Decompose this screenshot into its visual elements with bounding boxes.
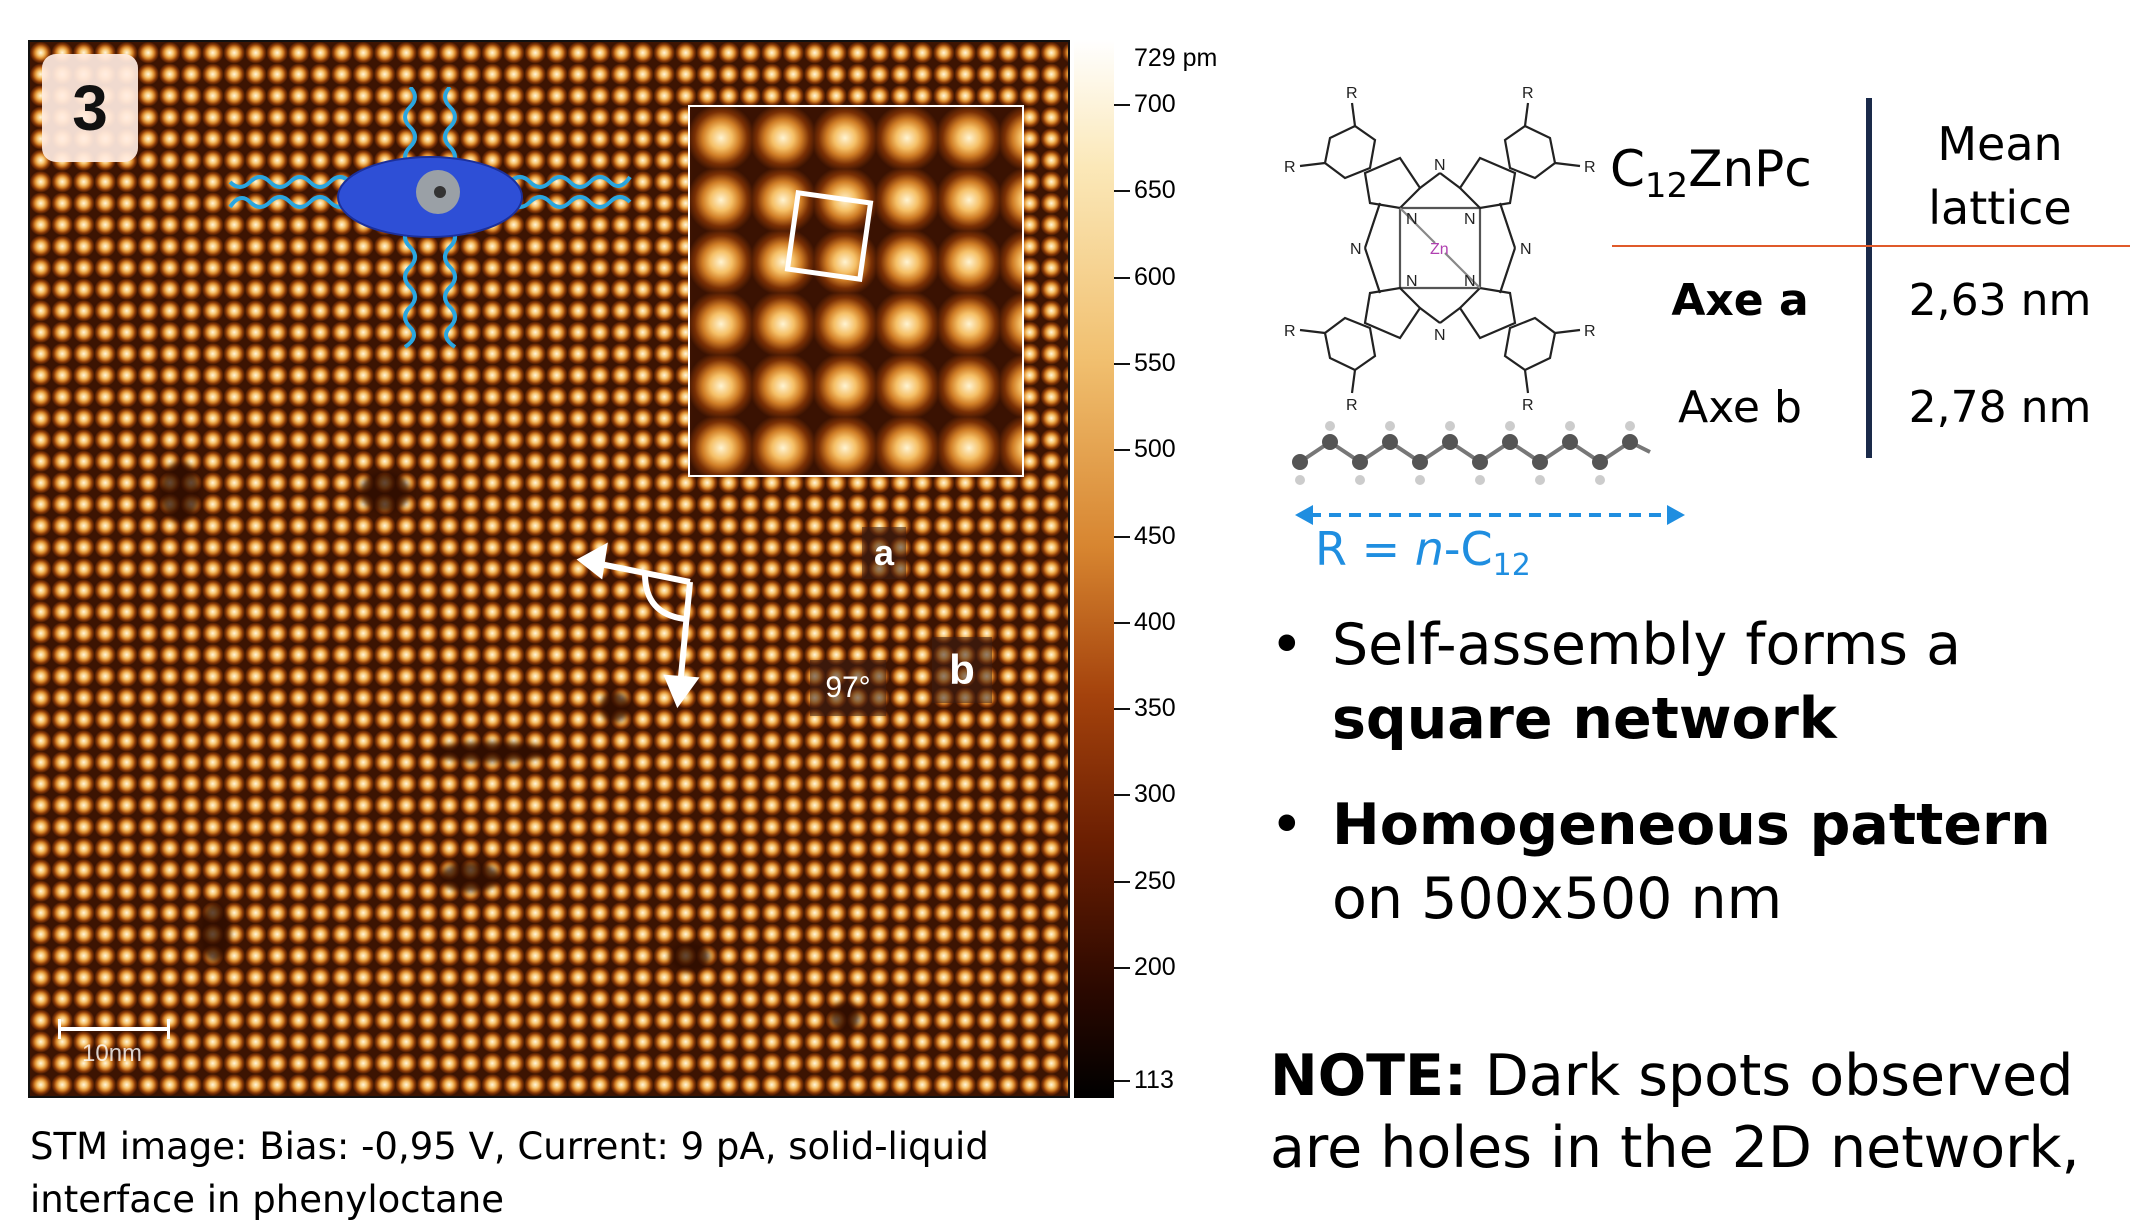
note-text: NOTE: Dark spots observed are holes in t… [1270, 1043, 2080, 1181]
alkyl-chain-line [443, 87, 457, 169]
zinc-center-dot [434, 186, 446, 198]
colorbar-max-label: 729 pm [1134, 44, 1218, 72]
network-hole [360, 472, 410, 512]
molecule-cartoon [228, 87, 632, 349]
network-hole [670, 942, 710, 972]
nitrogen-label: N [1406, 273, 1418, 290]
alkyl-chain-line [228, 195, 352, 209]
scale-bar [58, 1019, 170, 1039]
colorbar-tick [1114, 190, 1130, 193]
colorbar-tick-label: 250 [1134, 866, 1176, 895]
nitrogen-label: N [1434, 327, 1446, 344]
unit-cell-box [784, 189, 874, 283]
r-group-label: R [1584, 159, 1596, 176]
colorbar-tick [1114, 708, 1130, 711]
r-group-label: R [1346, 397, 1358, 414]
height-colorbar [1074, 40, 1114, 1098]
compound-name: C12ZnPc [1610, 140, 1812, 206]
nitrogen-label: N [1350, 241, 1362, 258]
colorbar-tick-label: 300 [1134, 780, 1176, 809]
r-group-label: R [1522, 85, 1534, 102]
alkyl-chain-line [403, 87, 417, 169]
colorbar-tick [1114, 276, 1130, 279]
network-hole [600, 692, 630, 722]
lattice-vectors [576, 542, 700, 709]
chain-length-arrow [1295, 505, 1685, 525]
colorbar-tick [1114, 880, 1130, 883]
colorbar-tick-label: 650 [1134, 176, 1176, 205]
lattice-label-b: b [932, 637, 992, 703]
nitrogen-label: N [1464, 273, 1476, 290]
colorbar-tick-label: 450 [1134, 521, 1176, 550]
colorbar-tick [1114, 104, 1130, 106]
lattice-angle-label: 97° [810, 660, 886, 716]
alkyl-chain-line [508, 175, 632, 189]
colorbar-tick-label: 600 [1134, 262, 1176, 291]
network-hole [440, 862, 500, 892]
colorbar-tick-label: 113 [1134, 1066, 1174, 1094]
colorbar-tick [1114, 449, 1130, 452]
figure-caption: STM image: Bias: -0,95 V, Current: 9 pA,… [30, 1125, 989, 1221]
colorbar-tick [1114, 794, 1130, 797]
table-row-value: 2,78 nm [1908, 382, 2092, 433]
network-hole [830, 1002, 860, 1032]
nitrogen-label: N [1434, 157, 1446, 174]
phthalocyanine-structure: R R R R R R R R N N N N N N N N Zn [1284, 85, 1596, 414]
nitrogen-label: N [1520, 241, 1532, 258]
stm-image: 3 a b 97° 10nm [28, 40, 1070, 1098]
table-row-label: Axe b [1678, 382, 1802, 433]
colorbar-tick [1114, 362, 1130, 365]
table-divider [1866, 98, 1872, 458]
colorbar-tick-label: 200 [1134, 953, 1176, 981]
table-row-value: 2,63 nm [1908, 275, 2092, 326]
alkyl-chain-line [228, 175, 352, 189]
r-group-label: R [1346, 85, 1358, 102]
alkyl-chain-line [403, 225, 417, 349]
nitrogen-label: N [1406, 211, 1418, 228]
zoom-inset [688, 105, 1024, 477]
zinc-label: Zn [1430, 241, 1449, 258]
colorbar-tick [1114, 535, 1130, 538]
figure-number-badge: 3 [42, 54, 138, 162]
r-group-label: R [1522, 397, 1534, 414]
colorbar-tick-label: 550 [1134, 348, 1176, 377]
table-row-label: Axe a [1671, 275, 1809, 326]
substituent-label: R = n-C12 [1315, 522, 1531, 584]
colorbar-tick [1114, 967, 1130, 969]
colorbar-tick [1114, 1080, 1130, 1082]
table-header: Mean lattice [1928, 117, 2072, 235]
alkyl-chain-line [508, 195, 632, 209]
table-rule [1612, 245, 2130, 247]
lattice-label-a: a [862, 527, 906, 579]
nitrogen-label: N [1464, 211, 1476, 228]
network-hole [200, 902, 230, 962]
r-group-label: R [1584, 323, 1596, 340]
r-group-label: R [1284, 323, 1296, 340]
scale-bar-label: 10nm [82, 1040, 143, 1067]
colorbar-tick-label: 500 [1134, 435, 1176, 464]
network-hole [430, 742, 550, 762]
alkyl-chain-model [1292, 421, 1651, 485]
colorbar-tick-label: 350 [1134, 694, 1176, 723]
colorbar-tick-label: 400 [1134, 607, 1176, 636]
colorbar-tick-label: 700 [1134, 90, 1176, 118]
r-group-label: R [1284, 159, 1296, 176]
network-hole [160, 462, 200, 522]
alkyl-chain-line [443, 225, 457, 349]
colorbar-tick [1114, 621, 1130, 624]
